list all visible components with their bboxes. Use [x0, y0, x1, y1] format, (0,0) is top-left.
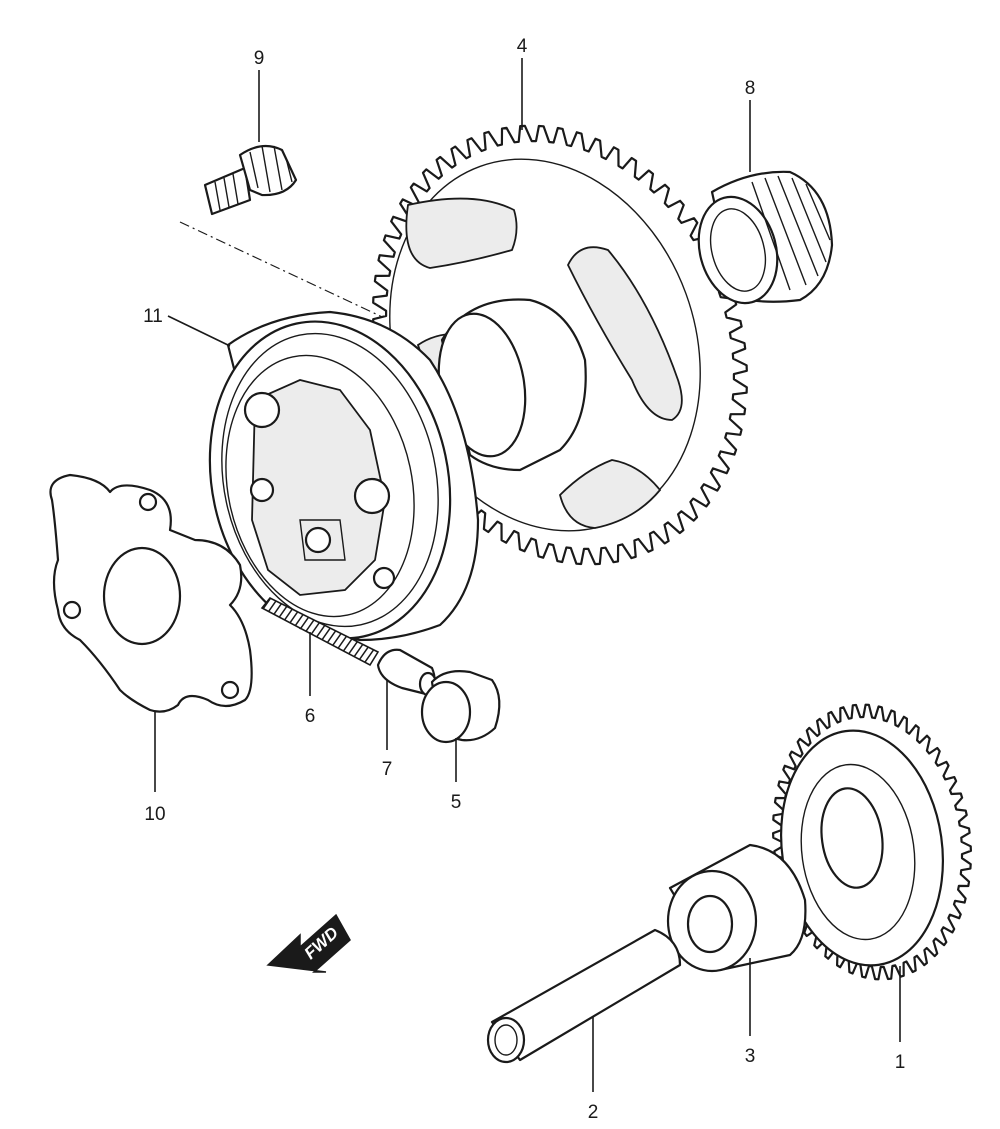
callout-2: 2 [588, 1102, 599, 1123]
part-5-roller [420, 670, 501, 744]
callout-7: 7 [382, 759, 393, 780]
callouts: 9 4 8 11 6 7 5 10 3 2 1 [143, 36, 905, 1123]
callout-11: 11 [143, 306, 163, 327]
callout-4: 4 [517, 36, 528, 57]
part-9-bolt [203, 144, 298, 216]
callout-1: 1 [895, 1052, 906, 1073]
callout-9: 9 [254, 48, 265, 69]
part-6-spring [260, 596, 380, 667]
part-1-small-gear [772, 703, 972, 981]
part-3-bushing [666, 843, 807, 973]
callout-8: 8 [745, 78, 756, 99]
callout-10: 10 [144, 804, 165, 825]
part-10-washer-plate [49, 473, 253, 713]
callout-6: 6 [305, 706, 316, 727]
part-8-needle-bearing [697, 170, 834, 305]
fwd-direction-arrow: FWD [266, 913, 351, 973]
callout-5: 5 [451, 792, 462, 813]
part-11-starter-clutch [208, 310, 480, 642]
callout-3: 3 [745, 1046, 756, 1067]
part-2-shaft [486, 928, 682, 1064]
